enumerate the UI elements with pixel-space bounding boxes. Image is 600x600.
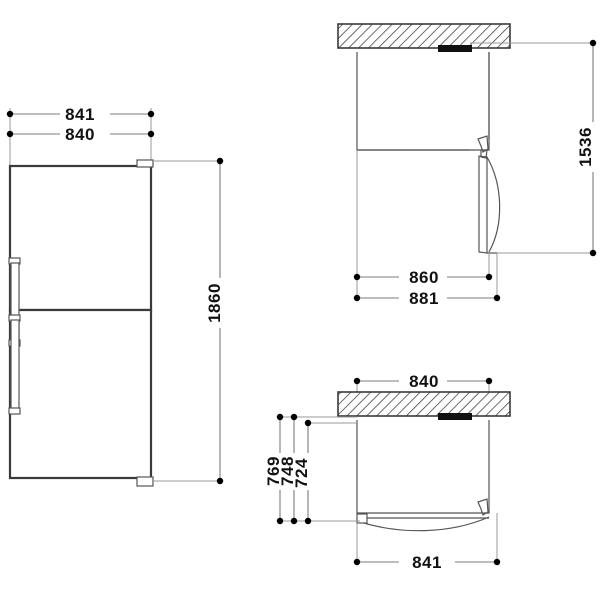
dimension-label-769: 769	[264, 456, 283, 486]
view-plan-door-open: 1536 860 881	[337, 23, 597, 308]
dimension-label-1536: 1536	[576, 127, 595, 167]
dim-endpoint	[353, 377, 361, 385]
wall-hatch-band	[337, 23, 511, 49]
cabinet-plan-outline-bottom	[356, 420, 490, 514]
freezer-compartment-outline	[8, 308, 153, 480]
dimension-label-748: 748	[278, 456, 297, 486]
view-front-elevation: 841 840	[6, 105, 224, 487]
dim-endpoint	[589, 39, 597, 47]
dim-endpoint	[493, 294, 501, 302]
dimension-label-841-bottom: 841	[412, 553, 442, 572]
dim-endpoint	[6, 110, 14, 118]
dimension-label-881: 881	[409, 289, 439, 308]
dim-endpoint	[276, 517, 284, 525]
view-plan-door-closed: 840 769	[264, 372, 511, 572]
dim-endpoint	[147, 110, 155, 118]
cabinet-plan-outline	[356, 52, 490, 151]
dim-endpoint	[216, 477, 224, 485]
dimension-label-840-top: 840	[65, 125, 95, 144]
dim-endpoint	[589, 249, 597, 257]
bottom-foot-tab	[136, 476, 154, 487]
dimension-label-724: 724	[292, 458, 311, 488]
dim-endpoint	[353, 273, 361, 281]
door-swing-arc	[356, 516, 490, 532]
freezer-door-handle	[10, 319, 20, 411]
top-hinge-tab	[136, 159, 154, 168]
dim-endpoint	[353, 294, 361, 302]
dim-endpoint	[304, 419, 312, 427]
dim-endpoint	[276, 413, 284, 421]
dimension-label-860: 860	[409, 268, 439, 287]
dim-endpoint	[290, 413, 298, 421]
dim-endpoint	[485, 377, 493, 385]
dimension-label-841-top: 841	[65, 105, 95, 124]
dim-endpoint	[6, 130, 14, 138]
fridge-compartment-outline	[8, 164, 153, 312]
door-hinge-knuckle-bottom	[477, 498, 489, 516]
door-latch-block	[356, 513, 368, 524]
freezer-handle-bottom-bracket	[8, 407, 21, 415]
door-top-pivot	[480, 149, 488, 159]
dim-endpoint	[304, 517, 312, 525]
dim-endpoint	[485, 273, 493, 281]
dimension-label-840-bottom: 840	[409, 372, 439, 391]
door-panel-inner	[478, 155, 488, 254]
dim-endpoint	[493, 558, 501, 566]
door-panel-curved-face	[486, 156, 501, 253]
dimension-label-1860: 1860	[205, 283, 224, 323]
wall-hatch-band-bottom	[337, 391, 511, 417]
dim-endpoint	[353, 558, 361, 566]
spacer-bar-bottom	[438, 413, 472, 420]
dim-endpoint	[147, 130, 155, 138]
dim-endpoint	[216, 157, 224, 165]
dim-endpoint	[290, 517, 298, 525]
spacer-bar	[438, 45, 472, 52]
